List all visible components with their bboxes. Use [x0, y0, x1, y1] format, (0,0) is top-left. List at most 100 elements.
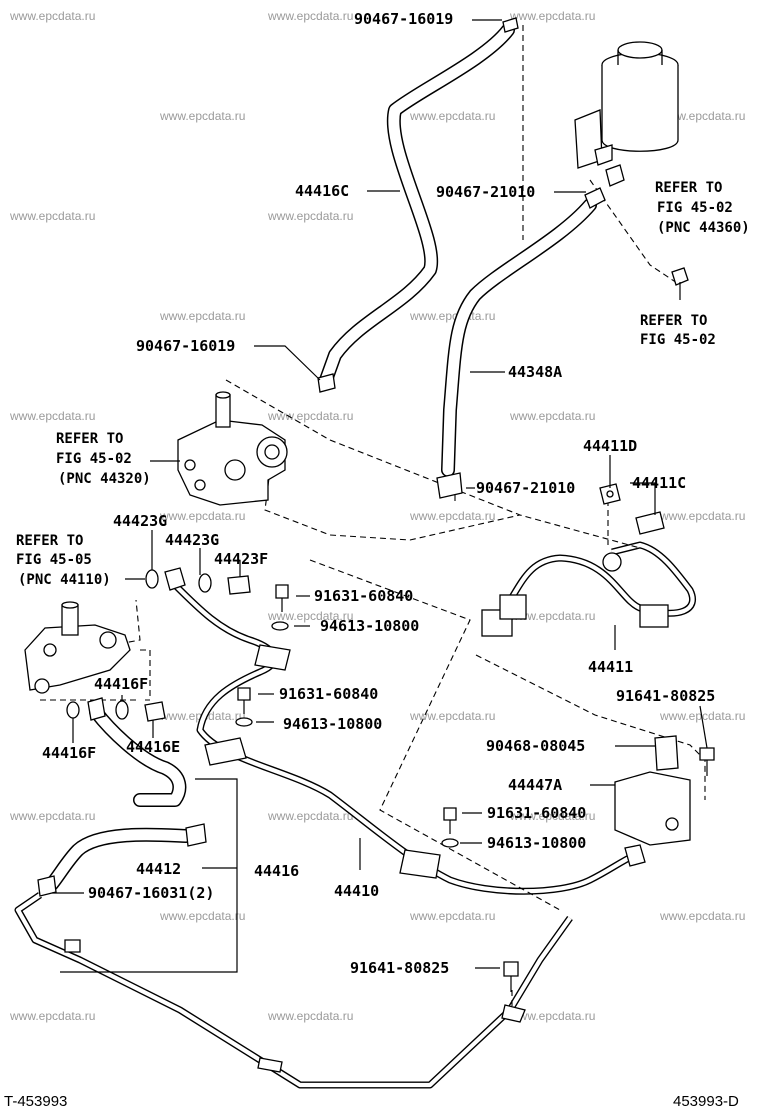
clamp-mid[interactable]: [317, 373, 336, 393]
pipe-clamp-b[interactable]: [254, 644, 291, 671]
part-label-44447A[interactable]: 44447A: [508, 776, 562, 794]
gasket-44423F[interactable]: [198, 573, 212, 593]
part-label-91631-60840-a[interactable]: 91631-60840: [314, 587, 413, 605]
washer-94613-b[interactable]: [235, 717, 253, 727]
clamp-bottom[interactable]: [436, 472, 463, 499]
watermark: www.epcdata.ru: [409, 509, 495, 523]
part-label-44423G-a[interactable]: 44423G: [113, 512, 167, 530]
illustration-code-left: T-453993: [4, 1093, 67, 1110]
part-label-44423F[interactable]: 44423F: [214, 550, 268, 568]
pipe-end-fitting[interactable]: [624, 844, 646, 867]
ref-line: REFER TO: [56, 431, 123, 447]
part-label-44410[interactable]: 44410: [334, 882, 379, 900]
part-label-91641-80825-b[interactable]: 91641-80825: [350, 959, 449, 977]
part-label-44416C[interactable]: 44416C: [295, 182, 349, 200]
reservoir-tank[interactable]: [574, 41, 679, 187]
part-label-44411C[interactable]: 44411C: [632, 474, 686, 492]
part-label-44412[interactable]: 44412: [136, 860, 181, 878]
union-bolt-pump[interactable]: [227, 575, 251, 595]
part-label-91631-60840-c[interactable]: 91631-60840: [487, 804, 586, 822]
tube-clip-a[interactable]: [64, 939, 81, 953]
watermark: www.epcdata.ru: [409, 309, 495, 323]
gasket-44416F-a[interactable]: [66, 701, 80, 719]
ref-line: (PNC 44360): [657, 220, 750, 236]
watermark: www.epcdata.ru: [409, 909, 495, 923]
part-label-44348A[interactable]: 44348A: [508, 363, 562, 381]
part-label-94613-10800-b[interactable]: 94613-10800: [283, 715, 382, 733]
hose-44348A[interactable]: [441, 198, 597, 477]
part-labels: 90467-16019 44416C 90467-21010 90467-160…: [42, 10, 715, 977]
part-label-44411D[interactable]: 44411D: [583, 437, 637, 455]
hose-44416C[interactable]: [319, 23, 515, 387]
part-label-44423G-b[interactable]: 44423G: [165, 531, 219, 549]
clamp-90467-16031-a[interactable]: [185, 823, 207, 847]
part-label-44416E[interactable]: 44416E: [126, 738, 180, 756]
gasket-44423G-a[interactable]: [145, 569, 159, 589]
bolt-91631-c[interactable]: [443, 807, 457, 834]
ref-note-gear: REFER TO FIG 45-05 (PNC 44110): [16, 533, 111, 588]
ref-line: REFER TO: [655, 180, 722, 196]
steering-gear-housing[interactable]: [24, 601, 131, 694]
watermark: www.epcdata.ru: [509, 609, 595, 623]
part-label-94613-10800-a[interactable]: 94613-10800: [320, 617, 419, 635]
watermark: www.epcdata.ru: [159, 509, 245, 523]
watermark: www.epcdata.ru: [159, 109, 245, 123]
tube-clip-c[interactable]: [501, 1004, 526, 1023]
pipe-clamp-c[interactable]: [399, 849, 441, 879]
union-44423G-b[interactable]: [164, 567, 186, 591]
power-steering-pump[interactable]: [177, 391, 288, 506]
ref-line: FIG 45-02: [56, 451, 132, 467]
part-label-90467-16019-top[interactable]: 90467-16019: [354, 10, 453, 28]
ref-line: REFER TO: [640, 313, 707, 329]
part-label-44416F-b[interactable]: 44416F: [42, 744, 96, 762]
bolt-91631-a[interactable]: [275, 584, 289, 612]
illustration-code-right: 453993-D: [673, 1093, 739, 1110]
part-label-90467-16031[interactable]: 90467-16031(2): [88, 884, 214, 902]
ref-line: FIG 45-05: [16, 552, 92, 568]
part-label-91631-60840-b[interactable]: 91631-60840: [279, 685, 378, 703]
bracket-44447A[interactable]: [614, 771, 691, 846]
washer-94613-c[interactable]: [441, 838, 459, 848]
ref-line: (PNC 44320): [58, 471, 151, 487]
watermark: www.epcdata.ru: [267, 409, 353, 423]
part-label-90467-21010-top[interactable]: 90467-21010: [436, 183, 535, 201]
union-gear-outlet[interactable]: [87, 697, 106, 721]
clip-90468-08045[interactable]: [654, 735, 679, 771]
leader-lines: [52, 19, 708, 969]
dashed-guides: [40, 25, 706, 1010]
hose-44416-segment[interactable]: [89, 705, 187, 807]
watermark: www.epcdata.ru: [267, 1009, 353, 1023]
watermark: www.epcdata.ru: [509, 809, 595, 823]
clamp-reservoir[interactable]: [584, 187, 606, 209]
hose-44412[interactable]: [45, 827, 193, 891]
ref-note-tank: REFER TO FIG 45-02 (PNC 44360): [655, 180, 750, 236]
part-label-44416[interactable]: 44416: [254, 862, 299, 880]
washer-94613-a[interactable]: [271, 621, 289, 631]
union-fitting-44411[interactable]: [481, 552, 669, 637]
union-44416E[interactable]: [144, 701, 166, 722]
part-label-90467-16019-mid[interactable]: 90467-16019: [136, 337, 235, 355]
tube-clip-b[interactable]: [257, 1057, 283, 1073]
union-44411C[interactable]: [635, 511, 665, 535]
bolt-reservoir[interactable]: [671, 267, 689, 300]
part-label-44416F-a[interactable]: 44416F: [94, 675, 148, 693]
part-label-90467-21010-bot[interactable]: 90467-21010: [476, 479, 575, 497]
pipe-return-tube[interactable]: [14, 892, 573, 1089]
part-label-90468-08045[interactable]: 90468-08045: [486, 737, 585, 755]
clamp-90467-16031-b[interactable]: [37, 875, 57, 897]
part-label-94613-10800-c[interactable]: 94613-10800: [487, 834, 586, 852]
watermark: www.epcdata.ru: [659, 509, 745, 523]
part-label-91641-80825-a[interactable]: 91641-80825: [616, 687, 715, 705]
union-bolt-44411D[interactable]: [599, 483, 621, 505]
watermark: www.epcdata.ru: [267, 9, 353, 23]
ref-note-bolt: REFER TO FIG 45-02: [640, 313, 716, 348]
watermark: www.epcdata.ru: [159, 309, 245, 323]
bolt-91641-a[interactable]: [699, 747, 715, 776]
gasket-44416F-b[interactable]: [115, 700, 129, 720]
clamp-top[interactable]: [502, 17, 519, 33]
pipe-clamp-a[interactable]: [204, 737, 247, 766]
bolt-91641-b[interactable]: [503, 961, 519, 992]
bolt-91631-b[interactable]: [237, 687, 251, 714]
part-label-44411[interactable]: 44411: [588, 658, 633, 676]
